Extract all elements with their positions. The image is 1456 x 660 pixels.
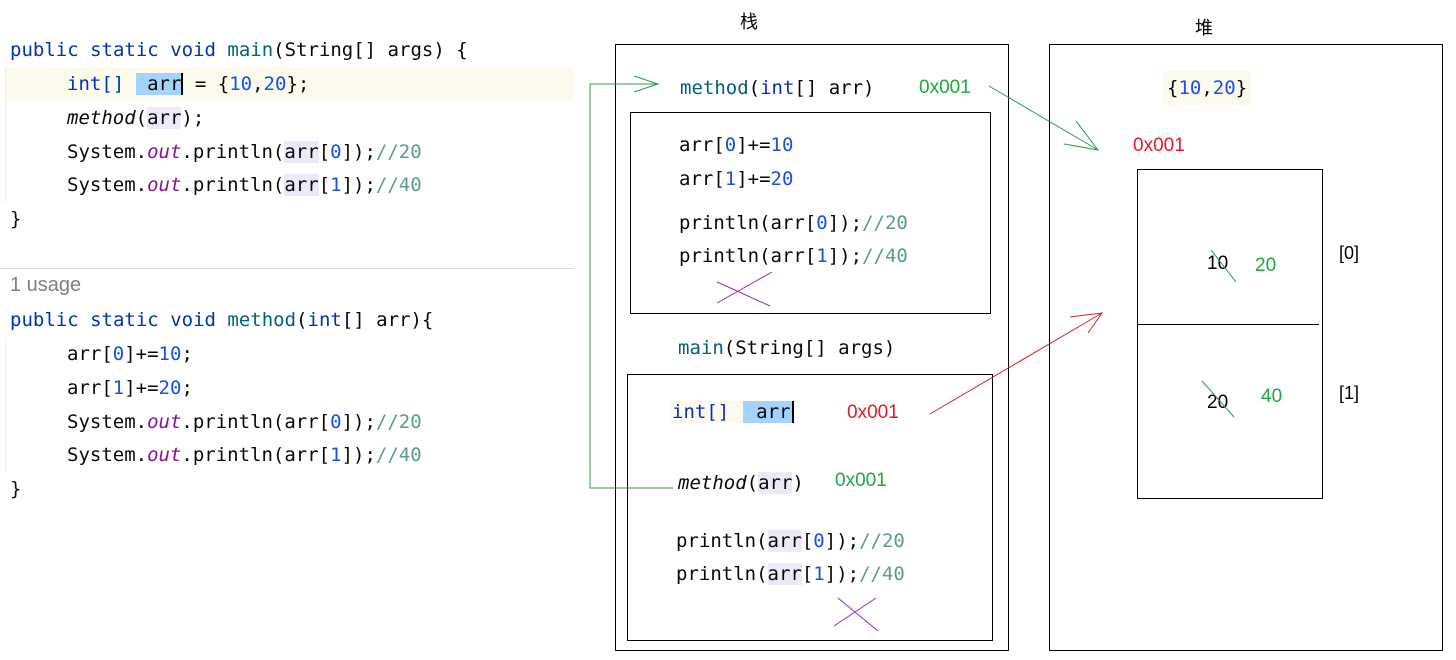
println-line-1: System.out.println(arr[1]);//40 <box>67 174 422 196</box>
heap-area <box>1049 44 1443 651</box>
cell-0-index: [0] <box>1339 243 1360 263</box>
method-ref-arrowhead <box>1063 120 1100 151</box>
frame-println-1: println(arr[1]);//40 <box>679 245 908 267</box>
frame-main-println-0: println(arr[0]);//20 <box>676 530 905 552</box>
stack-area <box>615 44 1009 651</box>
method-separator <box>0 268 574 269</box>
method-frame-cross <box>716 271 773 304</box>
main-ref-arrowhead <box>1069 312 1104 334</box>
call-arrowhead <box>633 75 660 93</box>
cell-0-old-value: 10 <box>1207 253 1229 274</box>
println-line-0: System.out.println(arr[0]);//20 <box>67 141 422 163</box>
frame-main-println-1: println(arr[1]);//40 <box>676 563 905 585</box>
heap-cell-divider <box>1137 324 1319 325</box>
heap-title: 堆 <box>1195 18 1213 39</box>
heap-array-address: 0x001 <box>1133 135 1185 156</box>
method-frame-cross <box>716 281 771 307</box>
cell-1-index: [1] <box>1339 383 1360 403</box>
main-ref-arrow <box>929 312 1103 415</box>
method-println-line-1: System.out.println(arr[1]);//40 <box>67 444 422 466</box>
add-assign-line-1: arr[1]+=20; <box>67 377 193 399</box>
method-signature-line: public static void method(int[] arr){ <box>10 309 434 331</box>
array-declaration-line[interactable]: int[] arr = {10,20}; <box>67 73 310 95</box>
frame-add-assign-1: arr[1]+=20 <box>679 168 794 190</box>
indent-guide <box>5 68 6 202</box>
method-frame <box>630 112 991 314</box>
main-closing-brace: } <box>10 208 22 230</box>
stack-title: 栈 <box>740 12 758 33</box>
main-signature-line: public static void main(String[] args) { <box>10 39 468 61</box>
heap-array-literal: {10,20} <box>1163 71 1252 105</box>
cell-0-new-value: 20 <box>1255 255 1277 276</box>
add-assign-line-0: arr[0]+=10; <box>67 343 193 365</box>
method-call-line: method(arr); <box>67 107 205 129</box>
usage-hint[interactable]: 1 usage <box>10 274 82 296</box>
main-frame-header: main(String[] args) <box>678 337 896 359</box>
frame-println-0: println(arr[0]);//20 <box>679 212 908 234</box>
cell-0-strike <box>1210 249 1237 283</box>
main-frame-cross <box>837 597 879 632</box>
heap-array-block <box>1137 169 1323 499</box>
frame-declaration-address: 0x001 <box>847 402 899 423</box>
frame-array-declaration: int[] arr <box>670 395 795 429</box>
selected-arr-token[interactable]: arr <box>135 73 182 95</box>
method-frame-header: method(int[] arr) <box>680 77 875 99</box>
frame-add-assign-0: arr[0]+=10 <box>679 134 794 156</box>
frame-call-address: 0x001 <box>835 470 887 491</box>
current-line-highlight <box>6 67 574 101</box>
method-frame-address: 0x001 <box>919 77 971 98</box>
cell-1-old-value: 20 <box>1207 392 1229 413</box>
main-frame <box>627 374 993 641</box>
call-arrow <box>589 83 673 489</box>
method-ref-arrow <box>988 85 1099 151</box>
indent-guide <box>5 338 6 472</box>
main-frame-cross <box>833 597 877 627</box>
cell-1-new-value: 40 <box>1261 386 1283 407</box>
cell-1-strike <box>1201 380 1235 418</box>
frame-method-call: method(arr) <box>678 472 804 494</box>
method-closing-brace: } <box>10 478 22 500</box>
method-println-line-0: System.out.println(arr[0]);//20 <box>67 411 422 433</box>
